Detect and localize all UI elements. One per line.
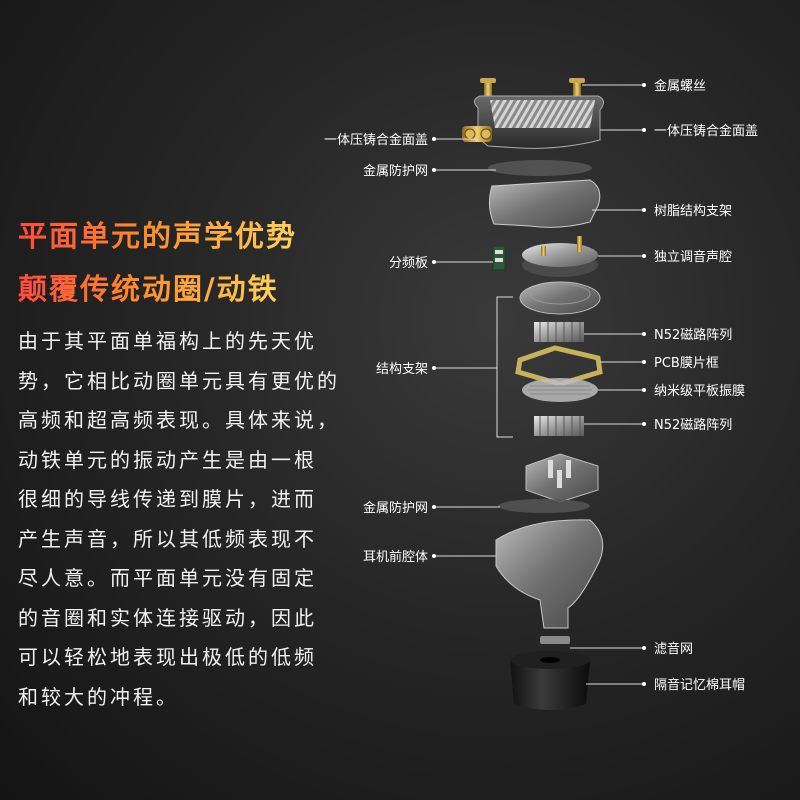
label-n52-magnet-bottom: N52磁路阵列 [654, 417, 732, 433]
memory-foam-tip-icon [510, 651, 590, 710]
resin-bracket-icon [488, 179, 601, 228]
structure-bracket-lines [434, 296, 513, 438]
label-resin-bracket: 树脂结构支架 [654, 204, 732, 219]
label-die-cast-cover-right: 一体压铸合金面盖 [654, 123, 758, 139]
metal-screw-icon [480, 78, 585, 102]
label-pcb-frame: PCB膜片框 [654, 356, 719, 371]
description-line: 势，它相比动圈单元具有更优的 [18, 368, 340, 393]
label-filter-mesh: 滤音网 [654, 641, 693, 657]
front-cavity-icon [495, 519, 604, 629]
metal-mesh-bottom-icon [498, 499, 590, 513]
headline-line-2: 颠覆传统动圈/动铁 [18, 266, 279, 308]
description-line: 产生声音，所以其低频表现不 [18, 526, 317, 551]
label-metal-mesh-top: 金属防护网 [363, 163, 428, 179]
filter-mesh-icon [540, 636, 570, 644]
description-line: 尽人意。而平面单元没有固定 [18, 566, 317, 590]
pcb-frame-icon [515, 345, 603, 387]
label-memory-foam-tip: 隔音记忆棉耳帽 [654, 677, 745, 693]
description-paragraph: 由于其平面单福构上的先天优 势，它相比动圈单元具有更优的 高频和超高频表现。具体… [18, 322, 363, 717]
nano-diaphragm-icon [522, 378, 598, 402]
description-line: 高频和超高频表现。具体来说， [18, 408, 340, 432]
label-structure-bracket: 结构支架 [376, 362, 428, 377]
leader-lines [434, 84, 644, 685]
headline-line-1: 平面单元的声学优势 [18, 213, 297, 255]
n52-magnet-bottom-icon [534, 416, 584, 436]
tuning-chamber-icon [522, 236, 598, 277]
leader-dots [432, 83, 646, 686]
description-line: 很细的导线传递到膜片，进而 [18, 487, 317, 511]
label-tuning-chamber: 独立调音声腔 [654, 249, 732, 265]
description-line: 动铁单元的振动产生是由一根 [18, 447, 317, 472]
label-front-cavity: 耳机前腔体 [363, 549, 428, 565]
description-line: 和较大的冲程。 [18, 684, 179, 709]
lower-frame-icon [525, 453, 599, 503]
n52-magnet-top-icon [534, 322, 584, 342]
structure-frame-icon [519, 281, 601, 315]
metal-mesh-top-icon [488, 160, 592, 176]
crossover-board-icon [492, 245, 506, 271]
label-die-cast-cover-left: 一体压铸合金面盖 [324, 132, 428, 148]
label-metal-mesh-bottom: 金属防护网 [363, 500, 428, 516]
label-n52-magnet-top: N52磁路阵列 [654, 327, 732, 343]
die-cast-cover-icon [462, 95, 604, 149]
label-metal-screw: 金属螺丝 [654, 78, 706, 94]
description-line: 的音圈和实体连接驱动，因此 [18, 605, 317, 630]
description-line: 由于其平面单福构上的先天优 [18, 329, 317, 353]
description-line: 可以轻松地表现出极低的低频 [18, 645, 317, 669]
label-crossover-board: 分频板 [389, 256, 428, 271]
label-nano-diaphragm: 纳米级平板振膜 [654, 384, 745, 399]
